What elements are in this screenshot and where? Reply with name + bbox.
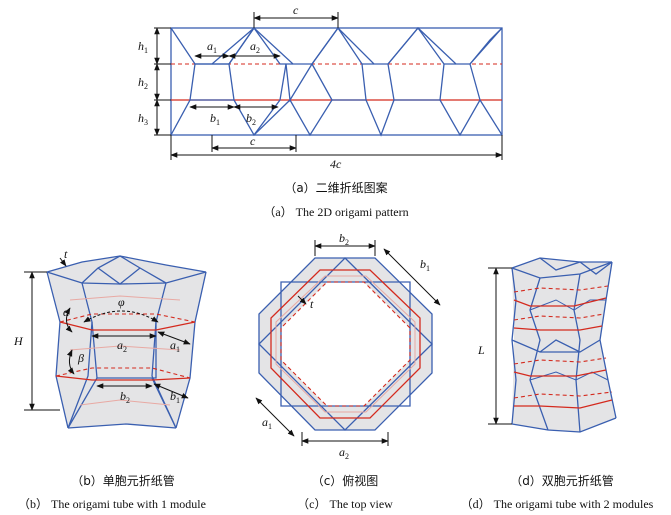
label-a1: a1 — [207, 39, 217, 55]
kink-line — [253, 99, 291, 136]
caption-c-en: （c） The top view — [297, 497, 393, 511]
tube-fold — [573, 273, 581, 433]
red-octagon-inner — [280, 281, 411, 407]
upper-fold — [387, 26, 456, 65]
kink-line — [285, 63, 313, 102]
kink-line — [289, 63, 333, 137]
label-phi: φ — [118, 295, 125, 309]
label-a2: a2 — [117, 338, 127, 354]
label-L: L — [477, 343, 485, 357]
upper-fold — [311, 26, 374, 65]
dim-b1 — [153, 383, 189, 399]
angle-alpha — [64, 307, 73, 333]
tube-top-rim — [511, 261, 613, 279]
red-ring — [59, 321, 196, 331]
label-a2: a2 — [339, 445, 349, 461]
upper-fold — [469, 27, 503, 65]
tube-fold — [67, 282, 93, 429]
caption-a-zh: （a）二维折纸图案 — [284, 181, 388, 195]
upper-fold — [228, 26, 293, 65]
tube-mid-fold — [539, 339, 581, 353]
dim-a1 — [157, 331, 191, 345]
caption-b-en: （b） The origami tube with 1 module — [18, 497, 206, 511]
back-octagon — [275, 275, 416, 413]
panel-b-tube: H t φ α β a2 a1 b2 b1 — [13, 247, 207, 429]
kink-line — [439, 63, 481, 137]
tube-top-fold — [539, 257, 613, 275]
label-b2: b2 — [120, 389, 130, 405]
tube-top-rim — [511, 257, 612, 269]
label-a1: a1 — [170, 338, 180, 354]
tube-right-edge — [175, 271, 207, 429]
caption-a-en: （a） The 2D origami pattern — [263, 205, 409, 219]
label-c-top: c — [293, 3, 299, 17]
inner-diamond — [258, 257, 433, 431]
label-c-bottom: c — [250, 134, 256, 148]
tube-bottom — [67, 423, 177, 429]
label-a1: a1 — [262, 415, 272, 431]
red-ring-back — [59, 313, 196, 323]
red-ring-back — [513, 313, 605, 321]
dim-b1 — [383, 248, 441, 306]
red-ring — [514, 399, 613, 409]
tube-fold — [529, 371, 609, 381]
caption-b-zh: （b）单胞元折纸管 — [71, 474, 175, 488]
caption-d-en: （d） The origami tube with 2 modules — [460, 497, 654, 511]
label-a2: a2 — [250, 39, 260, 55]
back-fold — [69, 295, 181, 301]
label-H: H — [13, 334, 24, 348]
red-ring — [513, 325, 603, 331]
label-b1: b1 — [420, 257, 430, 273]
label-beta: β — [77, 351, 84, 365]
panel-a-pattern: c a1 a2 b1 b2 h1 h2 h3 c 4c — [138, 3, 503, 171]
label-b2: b2 — [339, 231, 349, 247]
red-ring-back — [55, 367, 191, 379]
tube-left-edge — [46, 271, 69, 429]
label-b1: b1 — [170, 389, 180, 405]
label-h2: h2 — [138, 75, 148, 91]
upper-zigzag — [170, 27, 503, 65]
label-h1: h1 — [138, 39, 148, 55]
kink-line — [361, 63, 395, 137]
tube-bottom — [511, 417, 617, 433]
label-4c: 4c — [330, 157, 342, 171]
panel-d-tube: L — [477, 257, 617, 433]
tube-mid-fold — [511, 339, 601, 353]
back-fold — [79, 399, 171, 406]
label-b1: b1 — [210, 111, 220, 127]
angle-beta — [66, 349, 75, 375]
red-ring — [513, 297, 607, 307]
caption-d-zh: （d）双胞元折纸管 — [510, 474, 614, 488]
tube-top-fold — [81, 255, 167, 284]
label-t: t — [310, 297, 314, 311]
red-ring-back — [513, 285, 609, 293]
label-t: t — [64, 247, 68, 261]
tube-fold — [67, 377, 98, 429]
tube-fold — [529, 277, 549, 431]
inner-square — [280, 281, 411, 407]
dim-t — [59, 257, 67, 267]
dim-a1 — [255, 397, 295, 437]
kink-line — [479, 99, 503, 136]
caption-c-zh: （c）俯视图 — [311, 474, 379, 488]
pattern-border — [170, 27, 503, 136]
tube-fold — [91, 321, 157, 379]
red-ring — [513, 369, 607, 377]
label-h3: h3 — [138, 111, 148, 127]
red-ring-back — [513, 357, 607, 365]
tube-top-fold — [97, 267, 141, 285]
dim-t — [297, 295, 307, 305]
back-fold — [69, 345, 181, 351]
panel-c-top-view: b2 b1 t a1 a2 — [255, 231, 441, 461]
red-ring — [55, 375, 191, 381]
label-b2: b2 — [246, 111, 256, 127]
label-alpha: α — [63, 305, 70, 319]
